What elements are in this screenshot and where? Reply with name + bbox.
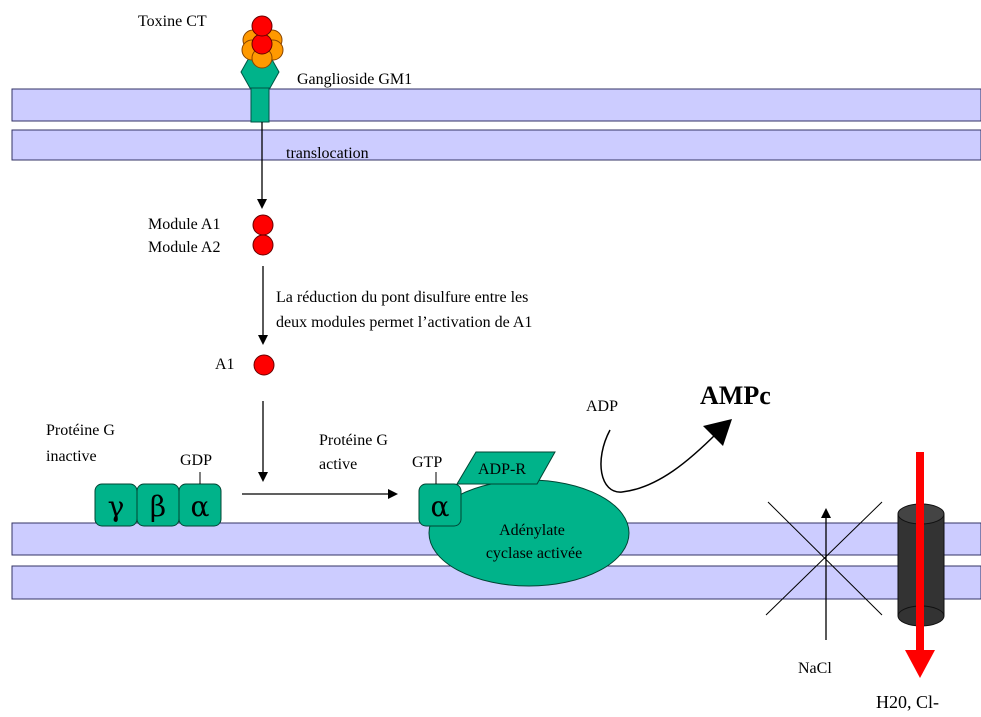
g-active-label-line1: Protéine G bbox=[319, 432, 388, 449]
cyclase-label-line2: cyclase activée bbox=[486, 545, 582, 562]
a1-label: A1 bbox=[215, 356, 235, 373]
a1-active-circle bbox=[253, 354, 275, 376]
ganglioside-label: Ganglioside GM1 bbox=[297, 71, 412, 88]
toxin-ct-cluster bbox=[241, 15, 284, 69]
adp-to-ampc-arrow bbox=[600, 429, 719, 493]
module-a2-label: Module A2 bbox=[148, 239, 220, 256]
gtp-label: GTP bbox=[412, 454, 442, 471]
g-active-label-line2: active bbox=[319, 456, 357, 473]
gdp-label: GDP bbox=[180, 452, 212, 469]
adp-r-label: ADP-R bbox=[478, 461, 526, 478]
h2o-cl-label: H20, Cl- bbox=[876, 692, 939, 712]
reduction-label-line1: La réduction du pont disulfure entre les bbox=[276, 289, 528, 306]
g-inactive-label-line2: inactive bbox=[46, 448, 97, 465]
cyclase-label-line1: Adénylate bbox=[499, 522, 565, 539]
alpha-active-symbol: α bbox=[431, 490, 450, 523]
beta-symbol: β bbox=[150, 490, 166, 523]
toxin-label: Toxine CT bbox=[138, 13, 207, 30]
alpha-symbol: α bbox=[191, 490, 210, 523]
adp-r-box bbox=[456, 451, 556, 485]
module-a1-label: Module A1 bbox=[148, 216, 220, 233]
top-membrane-inner bbox=[11, 129, 981, 161]
nacl-label: NaCl bbox=[798, 660, 832, 677]
nacl-blocked-flow bbox=[765, 501, 883, 640]
module-a2-circle bbox=[252, 234, 274, 256]
adp-label: ADP bbox=[586, 398, 618, 415]
translocation-label: translocation bbox=[286, 145, 369, 162]
reduction-label-line2: deux modules permet l’activation de A1 bbox=[276, 314, 532, 331]
top-membrane-outer bbox=[11, 88, 981, 122]
ampc-arrowhead bbox=[703, 419, 732, 446]
g-inactive-label-line1: Protéine G bbox=[46, 422, 115, 439]
module-a1-circle bbox=[252, 214, 274, 236]
g-protein-inactive bbox=[94, 472, 222, 527]
gamma-symbol: γ bbox=[108, 490, 125, 523]
ampc-label: AMPc bbox=[700, 381, 771, 410]
h2o-cl-efflux-arrow bbox=[905, 452, 935, 678]
alpha-subunit-active bbox=[418, 483, 462, 527]
